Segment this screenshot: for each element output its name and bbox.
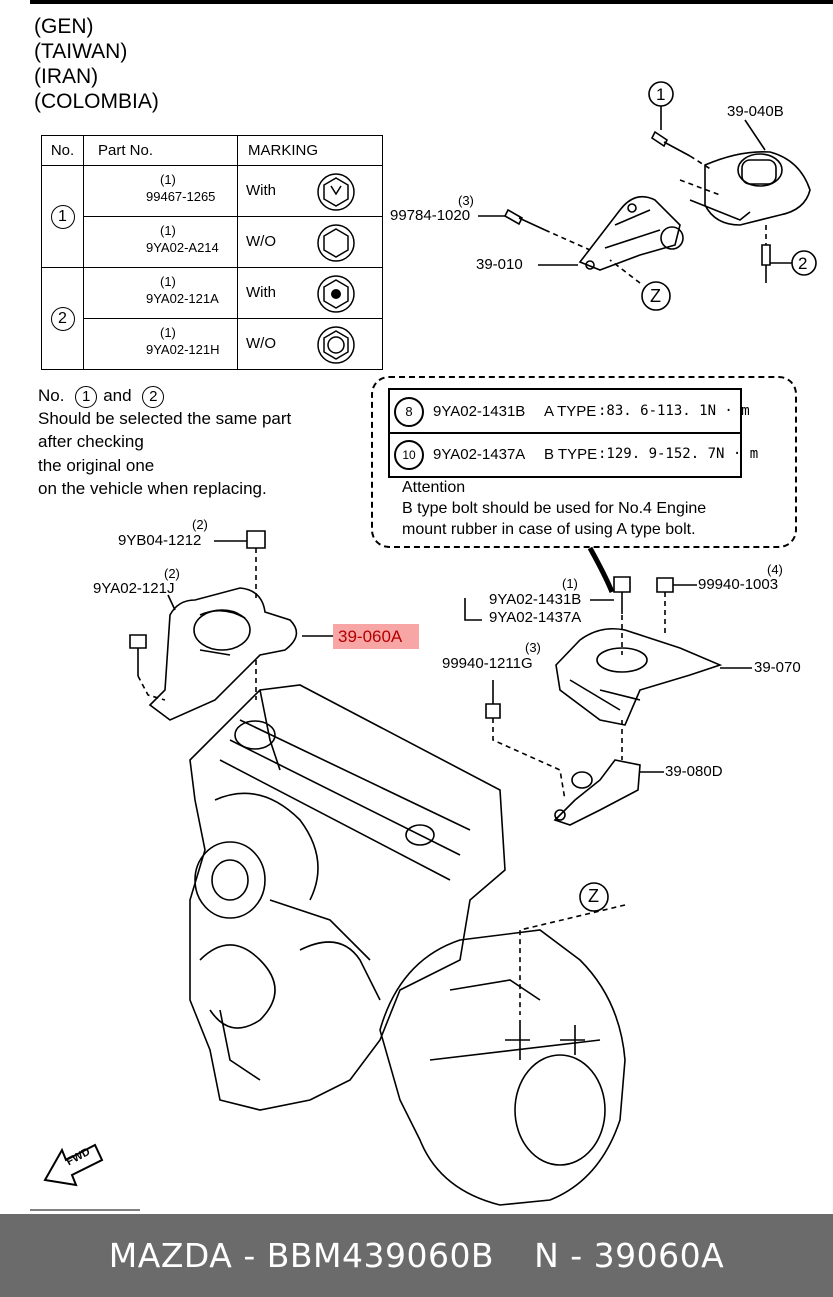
torque-value: :83. 6-113. 1N · m — [598, 403, 750, 419]
nut-plain-icon — [317, 326, 355, 364]
parts-table: No. Part No. MARKING 1 (1) 99467-1265 Wi… — [41, 135, 383, 370]
part-cell: (1) 9YA02-121A — [83, 267, 238, 319]
part-cell: (1) 9YA02-121H — [83, 318, 238, 370]
part-cell: (1) 99467-1265 — [83, 165, 238, 217]
top-border — [30, 0, 833, 4]
label-9yb04-1212: 9YB04-1212 — [118, 532, 202, 549]
label-99940-1003: 99940-1003 — [698, 576, 779, 593]
header-no: No. — [41, 135, 84, 166]
footer-right-text: N - 39060A — [534, 1236, 725, 1275]
note-line3: after checking — [38, 432, 144, 451]
part-cell: (1) 9YA02-A214 — [83, 216, 238, 268]
attention-text-2: mount rubber in case of using A type bol… — [402, 521, 696, 538]
header-marking: MARKING — [237, 135, 383, 166]
attention-title: Attention — [402, 479, 466, 496]
torque-type: A TYPE — [544, 403, 597, 420]
engine-mount-diagram — [30, 81, 817, 1211]
group-no-2: 2 — [41, 267, 84, 370]
note-line2: Should be selected the same part — [38, 409, 292, 428]
region-taiwan: (TAIWAN) — [34, 40, 128, 63]
badge-10: 10 — [394, 440, 424, 470]
label-39-010: 39-010 — [476, 256, 523, 273]
region-gen: (GEN) — [34, 15, 94, 38]
footer-bar: MAZDA - BBM439060B N - 39060A — [0, 1214, 833, 1297]
highlighted-part-39-060a[interactable]: 39-060A — [333, 624, 419, 649]
torque-table: 8 9YA02-1431B A TYPE :83. 6-113. 1N · m … — [388, 388, 758, 478]
callout-z-lower: Z — [588, 886, 599, 906]
torque-value: :129. 9-152. 7N · m — [598, 446, 759, 462]
label-9ya02-1431b: 9YA02-1431B — [489, 591, 582, 608]
qty-2-a: (2) — [192, 517, 208, 532]
table-row: 2 (1) 9YA02-121A With — [41, 267, 383, 370]
torque-part: 9YA02-1437A — [433, 446, 526, 463]
qty-2-b: (2) — [164, 566, 180, 581]
attention-text-1: B type bolt should be used for No.4 Engi… — [402, 500, 707, 517]
table-row: 1 (1) 99467-1265 With — [41, 165, 383, 268]
label-39-080d: 39-080D — [665, 763, 723, 780]
callout-2-label: 2 — [798, 254, 808, 273]
table-row: (1) 9YA02-A214 W/O — [42, 216, 383, 268]
footer-left-text: MAZDA - BBM439060B — [108, 1236, 495, 1275]
qty-4: (4) — [767, 562, 783, 577]
label-99784-1020: 99784-1020 — [390, 207, 471, 224]
marking-cell: W/O — [237, 216, 383, 268]
marking-cell: W/O — [237, 318, 383, 370]
torque-row: 8 — [394, 397, 424, 427]
badge-8: 8 — [394, 397, 424, 427]
label-39-070: 39-070 — [754, 659, 801, 676]
qty-3-b: (3) — [525, 640, 541, 655]
forward-arrow-icon — [43, 1143, 104, 1187]
note-line5: on the vehicle when replacing. — [38, 479, 267, 498]
bolt-head-plain-icon — [317, 224, 355, 262]
region-iran: (IRAN) — [34, 65, 99, 88]
label-39-040b: 39-040B — [727, 103, 784, 120]
group-no-1: 1 — [41, 165, 84, 268]
bolt-head-marked-icon — [317, 173, 355, 211]
marking-cell: With — [237, 267, 383, 319]
label-9ya02-1437a: 9YA02-1437A — [489, 609, 582, 626]
attention-box — [371, 376, 797, 548]
nut-marked-icon — [317, 275, 355, 313]
torque-type: B TYPE — [544, 446, 598, 463]
note-line4: the original one — [38, 456, 155, 475]
table-row: (1) 9YA02-121H W/O — [42, 318, 383, 370]
qty-1: (1) — [562, 576, 578, 591]
label-9ya02-121j: 9YA02-121J — [93, 580, 175, 597]
callout-z-top: Z — [650, 286, 661, 306]
marking-cell: With — [237, 165, 383, 217]
torque-row: 10 — [394, 440, 424, 470]
label-99940-1211g: 99940-1211G — [442, 655, 533, 672]
region-colombia: (COLOMBIA) — [34, 90, 159, 113]
qty-3-top: (3) — [458, 193, 474, 208]
torque-part: 9YA02-1431B — [433, 403, 526, 420]
callout-1-label: 1 — [656, 85, 666, 104]
